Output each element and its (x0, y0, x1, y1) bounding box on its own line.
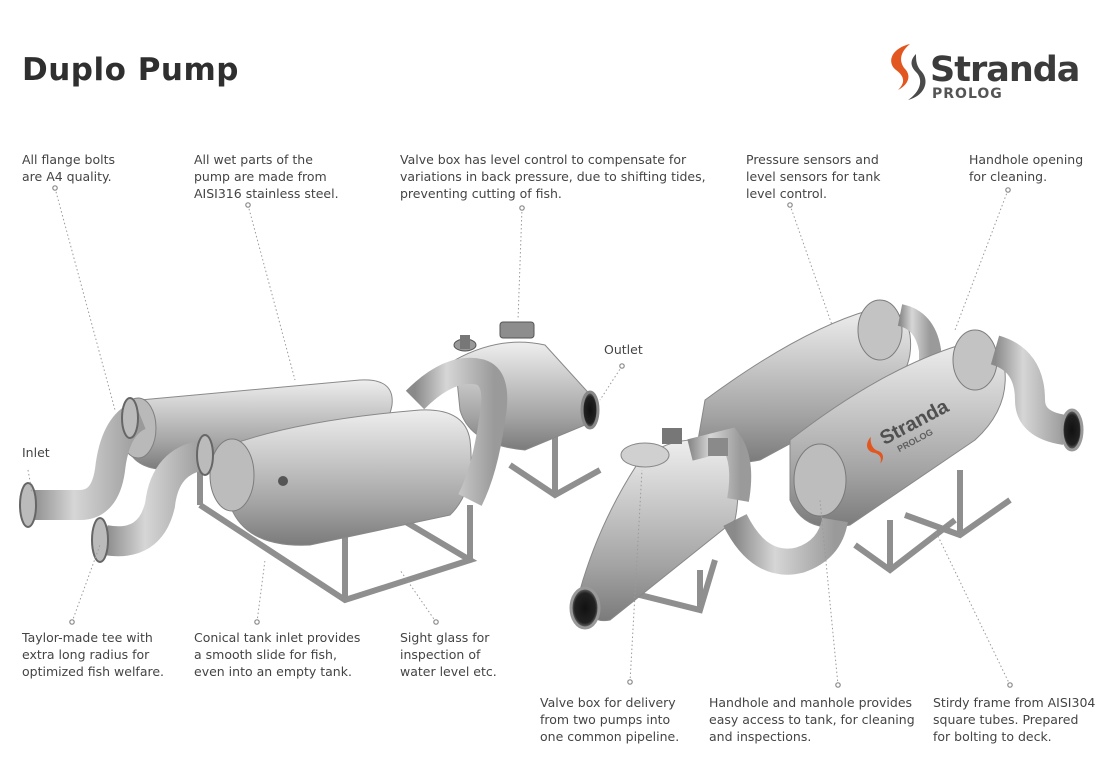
page-title: Duplo Pump (22, 52, 239, 88)
callout-pressure-sensors: Pressure sensors and level sensors for t… (746, 152, 881, 201)
callout-wet-parts: All wet parts of the pump are made from … (194, 152, 339, 201)
callout-valve-box-level: Valve box has level control to compensat… (400, 152, 706, 201)
stranda-swirl-icon (891, 44, 926, 100)
callout-inlet: Inlet (22, 445, 50, 460)
logo-subtitle: PROLOG (932, 86, 1003, 102)
leader-lines (27, 187, 1011, 686)
callout-valve-box-delivery: Valve box for delivery from two pumps in… (540, 695, 680, 744)
callout-flange-bolts: All flange bolts are A4 quality. (22, 152, 115, 184)
callout-outlet: Outlet (604, 342, 643, 357)
callout-frame: Stirdy frame from AISI304 square tubes. … (933, 695, 1096, 744)
callout-handhole-manhole: Handhole and manhole provides easy acces… (709, 695, 915, 744)
stranda-logo: Stranda PROLOG (880, 40, 1090, 104)
callout-sight-glass: Sight glass for inspection of water leve… (400, 630, 497, 679)
left-pump (19, 321, 602, 604)
leader-dots (52, 185, 1013, 688)
right-pump (569, 299, 1084, 630)
right-frame (619, 470, 1012, 614)
callout-handhole-opening: Handhole opening for cleaning. (969, 152, 1084, 184)
callout-conical-inlet: Conical tank inlet provides a smooth sli… (194, 630, 361, 679)
logo-wordmark: Stranda (930, 50, 1080, 90)
callout-taylor-tee: Taylor-made tee with extra long radius f… (22, 630, 165, 679)
